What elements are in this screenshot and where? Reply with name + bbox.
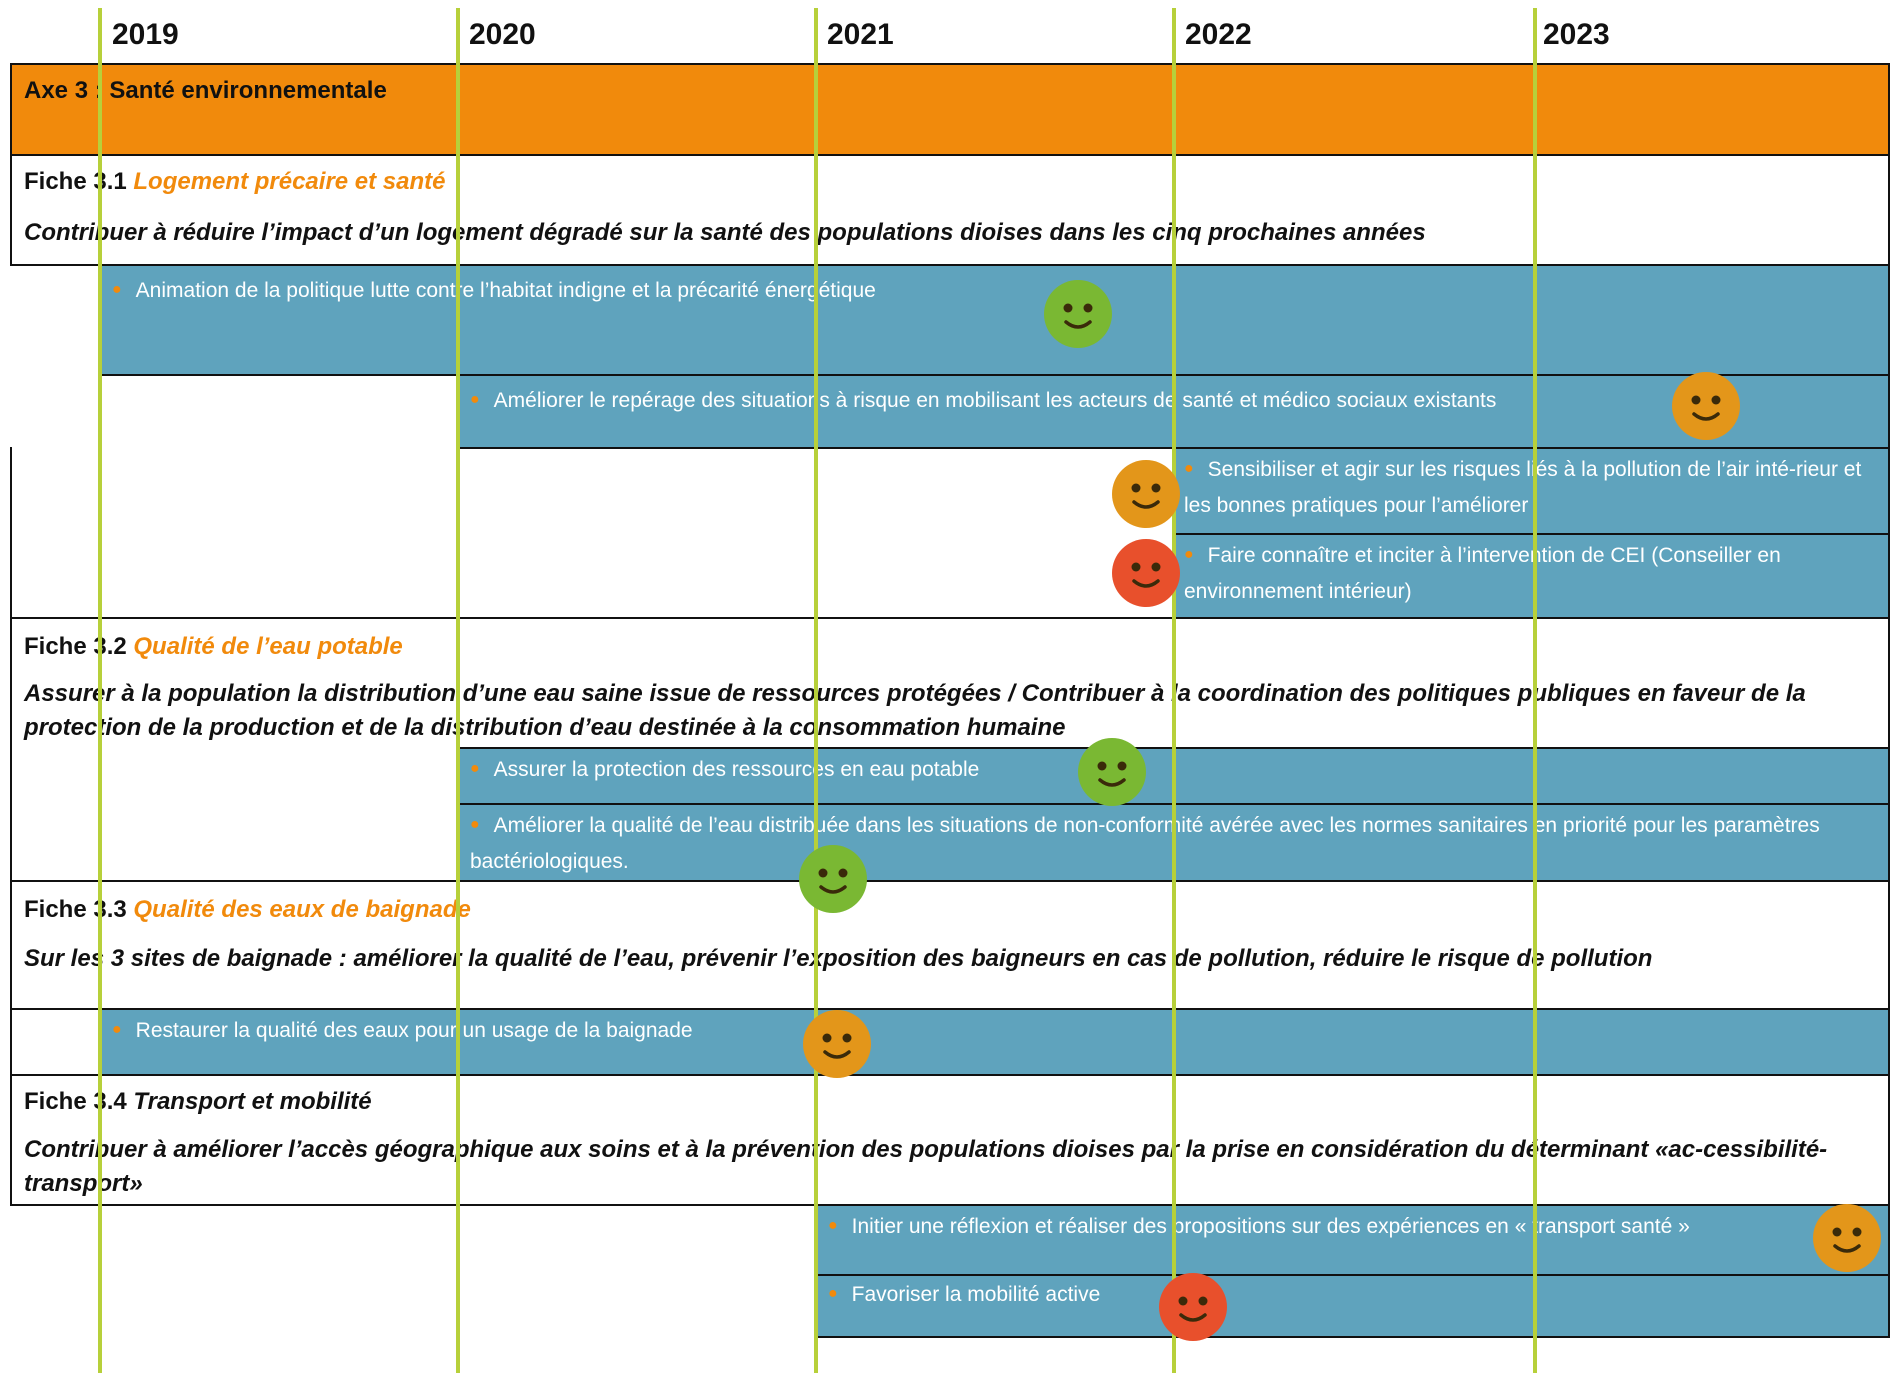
smiley-orange-icon bbox=[1672, 372, 1740, 440]
action-3-1-1-text: Animation de la politique lutte contre l… bbox=[135, 279, 876, 302]
action-3-3-1: ● Restaurer la qualité des eaux pour un u… bbox=[100, 1008, 1890, 1076]
empty-cell bbox=[10, 747, 460, 882]
year-line-2022 bbox=[1172, 8, 1176, 1373]
bullet-icon: ● bbox=[112, 281, 122, 298]
fiche-3-3-title: Fiche 3.3 Qualité des eaux de baignade bbox=[24, 896, 471, 924]
fiche-3-1-number: Fiche 3.1 bbox=[24, 168, 127, 195]
bullet-icon: ● bbox=[470, 816, 480, 833]
fiche-3-2-title: Fiche 3.2 Qualité de l’eau potable bbox=[24, 633, 403, 661]
year-label-2019: 2019 bbox=[112, 18, 179, 51]
fiche-3-2-objective: Assurer à la population la distribution … bbox=[24, 680, 1806, 741]
fiche-3-1-header: Fiche 3.1 Logement précaire et santé Con… bbox=[10, 154, 1890, 266]
fiche-3-1-objective: Contribuer à réduire l’impact d’un logem… bbox=[24, 219, 1426, 246]
year-line-2021 bbox=[814, 8, 818, 1373]
action-3-1-2-text: Améliorer le repérage des situations à r… bbox=[493, 389, 1497, 412]
action-3-1-4: ●Faire connaître et inciter à l’interven… bbox=[1172, 533, 1890, 619]
bullet-icon: ● bbox=[470, 391, 480, 408]
fiche-3-4-number: Fiche 3.4 bbox=[24, 1088, 127, 1115]
fiche-3-1-name: Logement précaire et santé bbox=[133, 168, 446, 195]
fiche-3-4-header: Fiche 3.4 Transport et mobilité Contribu… bbox=[10, 1074, 1890, 1206]
bullet-icon: ● bbox=[470, 760, 480, 777]
fiche-3-4-name: Transport et mobilité bbox=[133, 1088, 372, 1115]
bullet-icon: ● bbox=[1184, 546, 1194, 563]
action-3-2-1-text: Assurer la protection des ressources en … bbox=[493, 758, 980, 781]
fiche-3-3-name: Qualité des eaux de baignade bbox=[133, 896, 471, 923]
fiche-3-2-name: Qualité de l’eau potable bbox=[133, 633, 403, 660]
action-3-4-1-text: Initier une réflexion et réaliser des pr… bbox=[851, 1215, 1690, 1238]
fiche-3-3-objective: Sur les 3 sites de baignade : améliorer … bbox=[24, 945, 1653, 972]
empty-cell bbox=[10, 1008, 102, 1076]
year-line-2023 bbox=[1533, 8, 1537, 1373]
fiche-3-3-header: Fiche 3.3 Qualité des eaux de baignade S… bbox=[10, 880, 1890, 1010]
year-line-2019 bbox=[98, 8, 102, 1373]
year-label-2023: 2023 bbox=[1543, 18, 1610, 51]
action-3-1-3-text: Sensibiliser et agir sur les risques lié… bbox=[1184, 458, 1862, 517]
action-3-4-1: ● Initier une réflexion et réaliser des p… bbox=[816, 1204, 1890, 1276]
axe-header: Axe 3 : Santé environnementale bbox=[10, 63, 1890, 156]
action-3-4-2: ● Favoriser la mobilité active bbox=[816, 1274, 1890, 1338]
action-3-2-2-text: Améliorer la qualité de l’eau distribuée… bbox=[470, 814, 1820, 873]
bullet-icon: ● bbox=[1184, 460, 1194, 477]
bullet-icon: ● bbox=[112, 1021, 122, 1038]
fiche-3-2-number: Fiche 3.2 bbox=[24, 633, 127, 660]
smiley-green-icon bbox=[1078, 738, 1146, 806]
action-3-1-3: ●Sensibiliser et agir sur les risques li… bbox=[1172, 447, 1890, 535]
bullet-icon: ● bbox=[828, 1217, 838, 1234]
fiche-3-1-title: Fiche 3.1 Logement précaire et santé bbox=[24, 168, 446, 196]
smiley-orange-icon bbox=[803, 1010, 871, 1078]
action-3-1-1: ● Animation de la politique lutte contre … bbox=[100, 264, 1890, 376]
empty-cell bbox=[10, 447, 1174, 619]
fiche-3-4-title: Fiche 3.4 Transport et mobilité bbox=[24, 1088, 372, 1116]
year-label-2021: 2021 bbox=[827, 18, 894, 51]
year-label-2020: 2020 bbox=[469, 18, 536, 51]
action-3-1-4-text: Faire connaître et inciter à l’intervent… bbox=[1184, 544, 1781, 603]
smiley-green-icon bbox=[799, 845, 867, 913]
fiche-3-2-header: Fiche 3.2 Qualité de l’eau potable Assur… bbox=[10, 617, 1890, 749]
year-line-2020 bbox=[456, 8, 460, 1373]
smiley-red-icon bbox=[1112, 539, 1180, 607]
smiley-green-icon bbox=[1044, 280, 1112, 348]
smiley-red-icon bbox=[1159, 1273, 1227, 1341]
bullet-icon: ● bbox=[828, 1285, 838, 1302]
action-3-4-2-text: Favoriser la mobilité active bbox=[851, 1283, 1101, 1306]
fiche-3-4-objective: Contribuer à améliorer l’accès géographi… bbox=[24, 1136, 1828, 1197]
fiche-3-3-number: Fiche 3.3 bbox=[24, 896, 127, 923]
smiley-orange-icon bbox=[1813, 1204, 1881, 1272]
action-3-3-1-text: Restaurer la qualité des eaux pour un us… bbox=[135, 1019, 693, 1042]
year-label-2022: 2022 bbox=[1185, 18, 1252, 51]
axe-title: Axe 3 : Santé environnementale bbox=[24, 77, 387, 104]
smiley-orange-icon bbox=[1112, 460, 1180, 528]
